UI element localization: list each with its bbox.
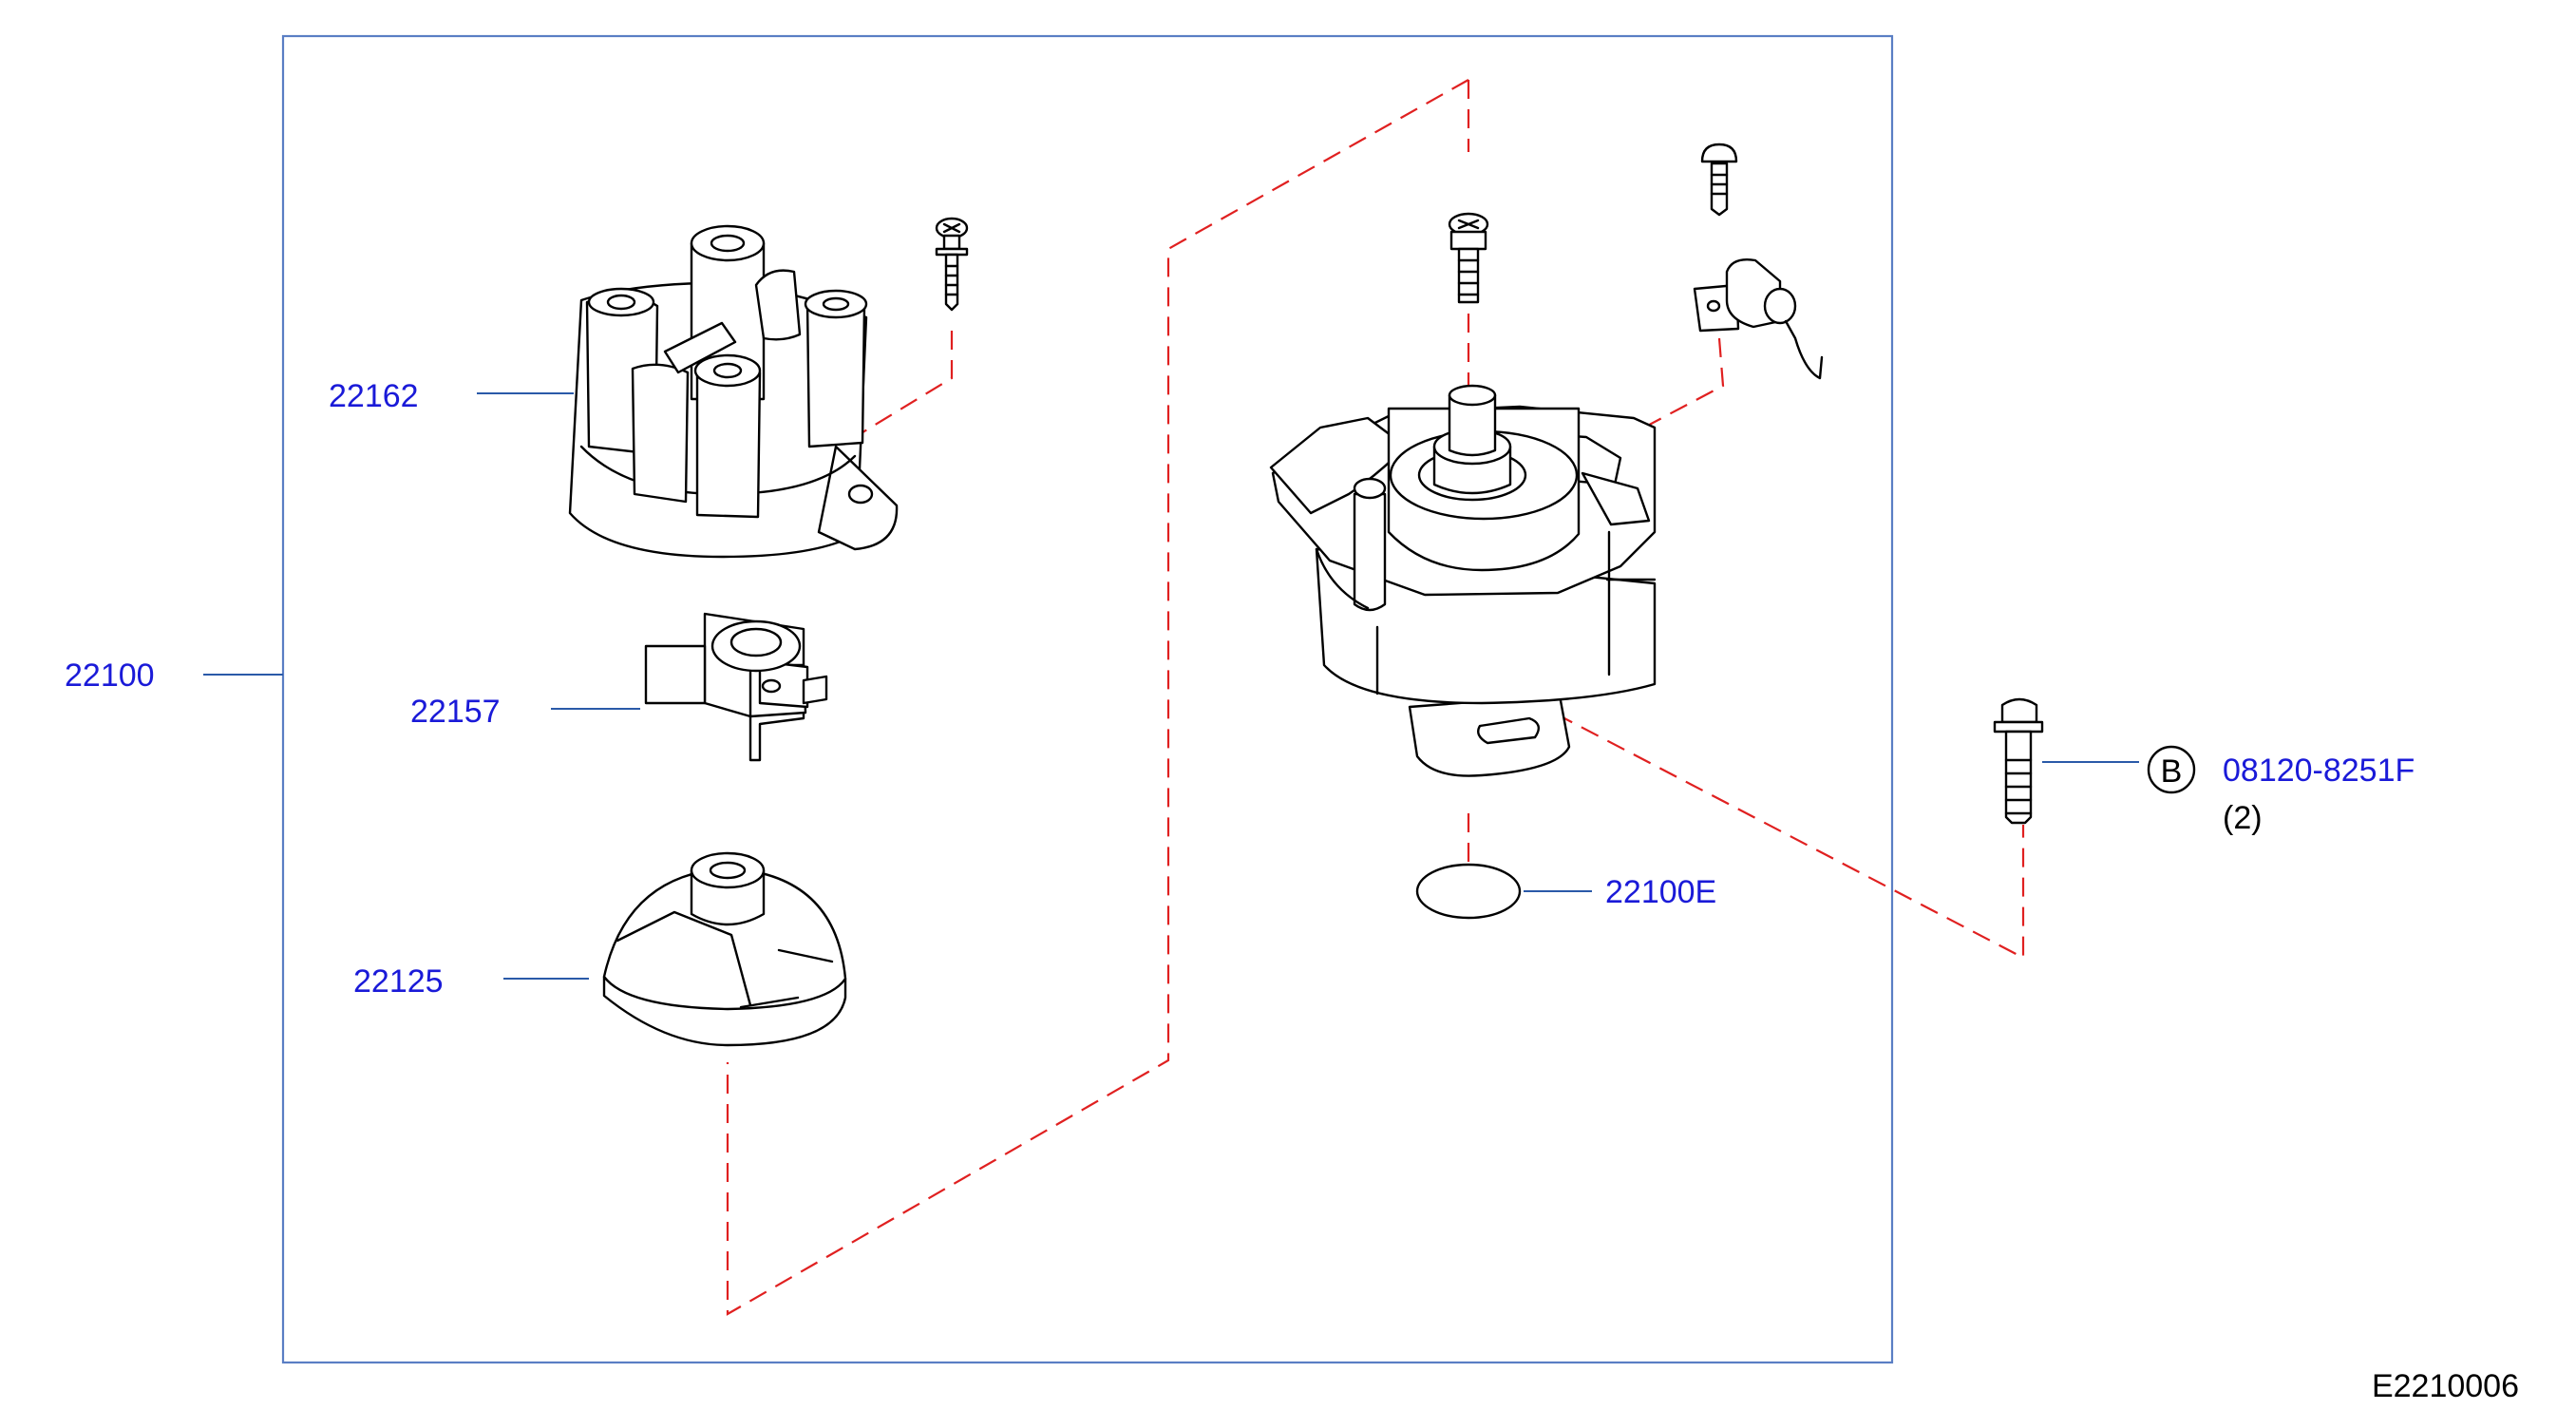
distributor-body <box>1269 384 1657 777</box>
shaft-bolt <box>1448 212 1489 304</box>
assembly-dashed-lines <box>726 79 2025 1316</box>
label-bolt-quantity: (2) <box>2223 800 2263 836</box>
assembly-frame <box>281 34 1894 1364</box>
label-assembly: 22100 <box>65 657 155 694</box>
label-seal: 22100E <box>1605 874 1716 910</box>
pickup-sensor <box>1693 258 1824 380</box>
reference-circle <box>2147 745 2196 794</box>
bolt-reference-letter: B <box>2161 753 2183 790</box>
distributor-cap <box>568 224 899 559</box>
seal-o-ring <box>1415 863 1522 920</box>
leader-lines <box>203 392 2139 980</box>
sensor-screw <box>1700 143 1738 217</box>
label-bolt-part: 08120-8251F <box>2223 753 2415 789</box>
label-cap: 22162 <box>329 378 419 414</box>
label-rotor: 22157 <box>410 694 501 730</box>
rotor-cover <box>602 851 847 1047</box>
cap-screw <box>935 217 969 312</box>
mounting-bolt <box>1993 697 2044 825</box>
label-cover: 22125 <box>353 963 444 1000</box>
rotor-head <box>644 612 828 762</box>
figure-code: E2210006 <box>2372 1368 2519 1404</box>
